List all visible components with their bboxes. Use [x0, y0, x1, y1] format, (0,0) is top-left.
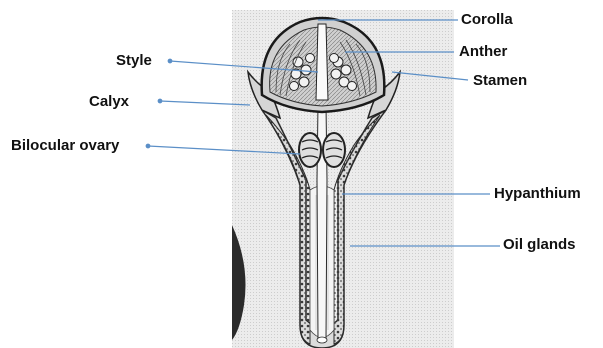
label-bilocular-ovary: Bilocular ovary	[11, 137, 119, 155]
label-hypanthium: Hypanthium	[494, 185, 581, 203]
label-stamen: Stamen	[473, 72, 527, 90]
label-style: Style	[116, 52, 152, 70]
label-corolla: Corolla	[461, 11, 513, 29]
label-oil-glands: Oil glands	[503, 236, 576, 254]
label-calyx: Calyx	[89, 93, 129, 111]
label-anther: Anther	[459, 43, 507, 61]
